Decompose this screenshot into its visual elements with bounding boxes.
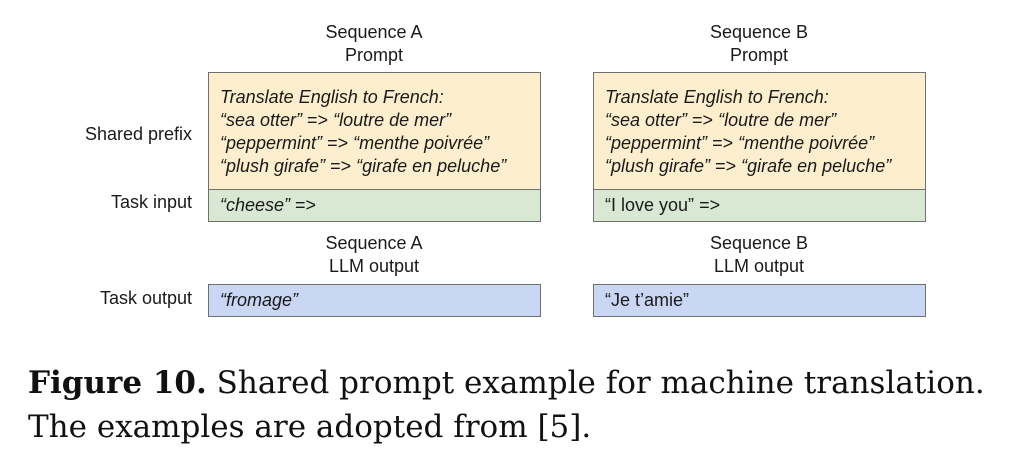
llm-output-subtitle: LLM output [713, 256, 805, 276]
instruction-line: Translate English to French: [605, 87, 829, 107]
sequence-b-output-heading: Sequence B LLM output [593, 232, 925, 278]
sequence-a-shared-prefix-box: Translate English to French: “sea otter”… [208, 72, 541, 191]
sequence-a-task-input-box: “cheese” => [208, 189, 541, 222]
sequence-b-title: Sequence B [709, 233, 809, 253]
sequence-a-output-heading: Sequence A LLM output [208, 232, 540, 278]
shared-prefix-label: Shared prefix [84, 124, 192, 144]
example-line: “sea otter” => “loutre de mer” [220, 110, 452, 130]
prompt-subtitle: Prompt [729, 45, 789, 65]
task-input-text: “cheese” [220, 195, 291, 215]
sequence-b-shared-prefix-box: Translate English to French: “sea otter”… [593, 72, 926, 191]
task-input-text: “I love you” [605, 195, 695, 215]
example-line: “plush girafe” => “girafe en peluche” [605, 156, 892, 176]
task-output-text: “fromage” [220, 290, 299, 310]
sequence-b-title: Sequence B [709, 22, 809, 42]
figure-label: Figure 10. [28, 365, 207, 401]
task-output-text: “Je t’amie” [605, 290, 690, 310]
llm-output-subtitle: LLM output [328, 256, 420, 276]
sequence-a-task-output-box: “fromage” [208, 284, 541, 317]
arrow: => [699, 195, 721, 215]
sequence-a-title: Sequence A [325, 233, 423, 253]
sequence-b-prompt-heading: Sequence B Prompt [593, 21, 925, 67]
sequence-b-task-output-box: “Je t’amie” [593, 284, 926, 317]
task-output-label: Task output [99, 288, 192, 308]
sequence-a-prompt-heading: Sequence A Prompt [208, 21, 540, 67]
prompt-subtitle: Prompt [344, 45, 404, 65]
figure-caption: Figure 10. Shared prompt example for mac… [28, 361, 1008, 449]
example-line: “plush girafe” => “girafe en peluche” [220, 156, 507, 176]
instruction-line: Translate English to French: [220, 87, 444, 107]
caption-text: Shared prompt example for machine transl… [28, 365, 985, 445]
example-line: “peppermint” => “menthe poivrée” [220, 133, 490, 153]
task-input-label: Task input [110, 192, 192, 212]
example-line: “peppermint” => “menthe poivrée” [605, 133, 875, 153]
example-line: “sea otter” => “loutre de mer” [605, 110, 837, 130]
sequence-a-title: Sequence A [325, 22, 423, 42]
sequence-b-task-input-box: “I love you” => [593, 189, 926, 222]
arrow: => [295, 195, 317, 215]
